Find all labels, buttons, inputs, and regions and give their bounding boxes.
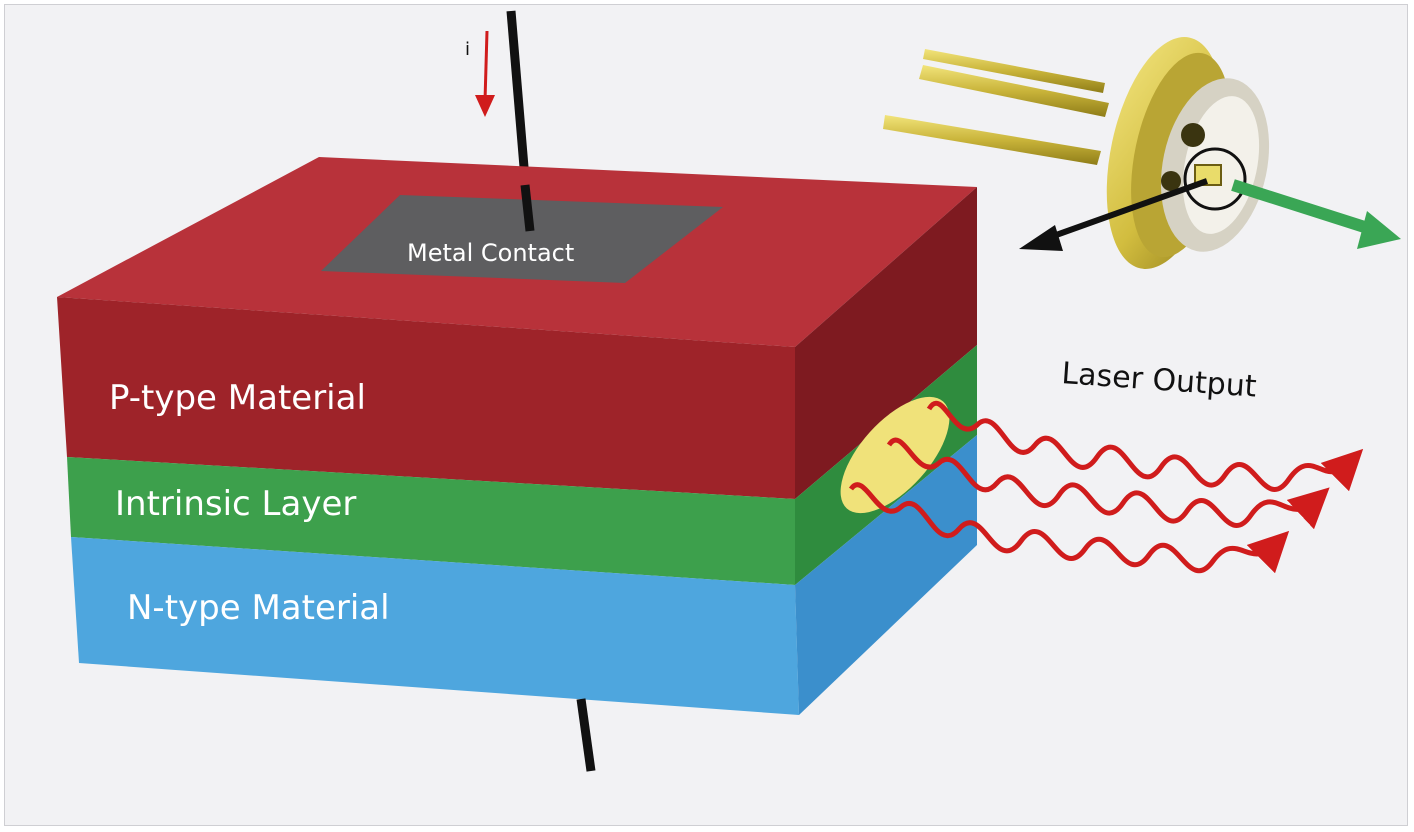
n-type-side-face xyxy=(795,435,977,715)
diagram-frame: i Metal Contact P-type Material Intrinsi… xyxy=(4,4,1408,826)
n-type-front-face xyxy=(71,537,799,715)
laser-diode-diagram: i Metal Contact P-type Material Intrinsi… xyxy=(57,10,1401,772)
current-label: i xyxy=(465,39,470,60)
p-type-side-face xyxy=(795,187,977,499)
output-beam xyxy=(1231,179,1401,249)
p-type-label: P-type Material xyxy=(109,378,366,418)
intrinsic-label: Intrinsic Layer xyxy=(115,484,356,524)
p-type-front-face xyxy=(57,297,795,499)
metal-contact-label: Metal Contact xyxy=(407,239,574,267)
laser-diode-package-icon xyxy=(883,37,1270,269)
emission-spot xyxy=(840,396,950,514)
laser-wave-2 xyxy=(886,437,1330,530)
laser-wave-3 xyxy=(848,482,1290,574)
current-arrow-icon xyxy=(475,30,495,117)
metal-contact-pad xyxy=(321,195,723,283)
output-arrow-icon xyxy=(1019,178,1209,251)
bottom-lead-wire xyxy=(576,698,596,772)
laser-wave-1 xyxy=(926,400,1364,492)
laser-output-label: Laser Output xyxy=(1060,356,1257,405)
top-lead-wire-end xyxy=(520,184,535,232)
n-type-label: N-type Material xyxy=(127,588,390,628)
intrinsic-front-face xyxy=(67,457,795,585)
chip-highlight-circle xyxy=(1183,147,1247,211)
laser-output-waves xyxy=(848,400,1364,574)
